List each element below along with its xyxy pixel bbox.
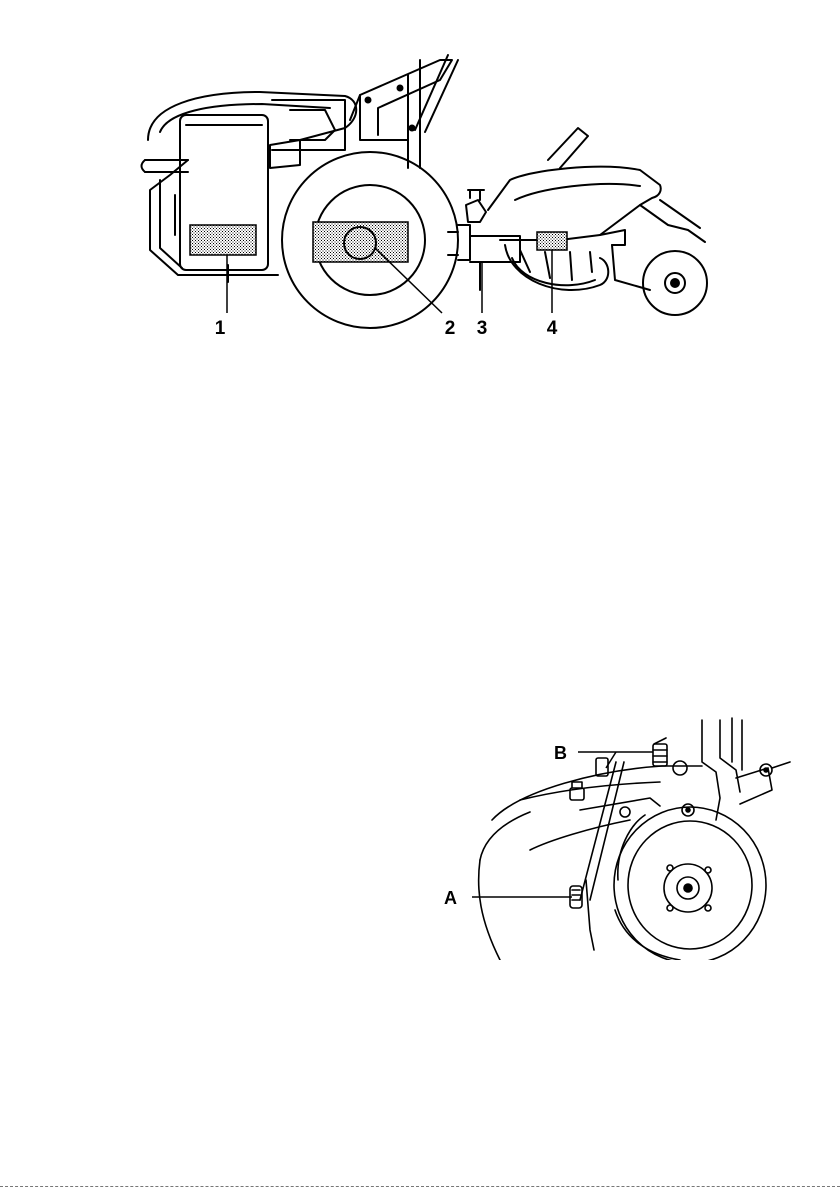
callout-A: A	[444, 888, 457, 908]
label-plates	[190, 222, 567, 262]
callout-B: B	[554, 743, 567, 763]
page-bottom-rule	[0, 1186, 840, 1187]
detail-callout-leaders	[472, 752, 653, 897]
brake-drum-drawing	[479, 718, 790, 960]
callout-2: 2	[445, 318, 456, 339]
label-plate-1	[190, 225, 256, 255]
machine-side-view-diagram: 1 2 3 4	[0, 0, 840, 360]
callout-1: 1	[215, 318, 226, 339]
callout-4: 4	[547, 318, 558, 339]
label-plate-4	[537, 232, 567, 250]
callout-3: 3	[477, 318, 488, 339]
brake-drum-detail-diagram: A B	[440, 700, 840, 960]
